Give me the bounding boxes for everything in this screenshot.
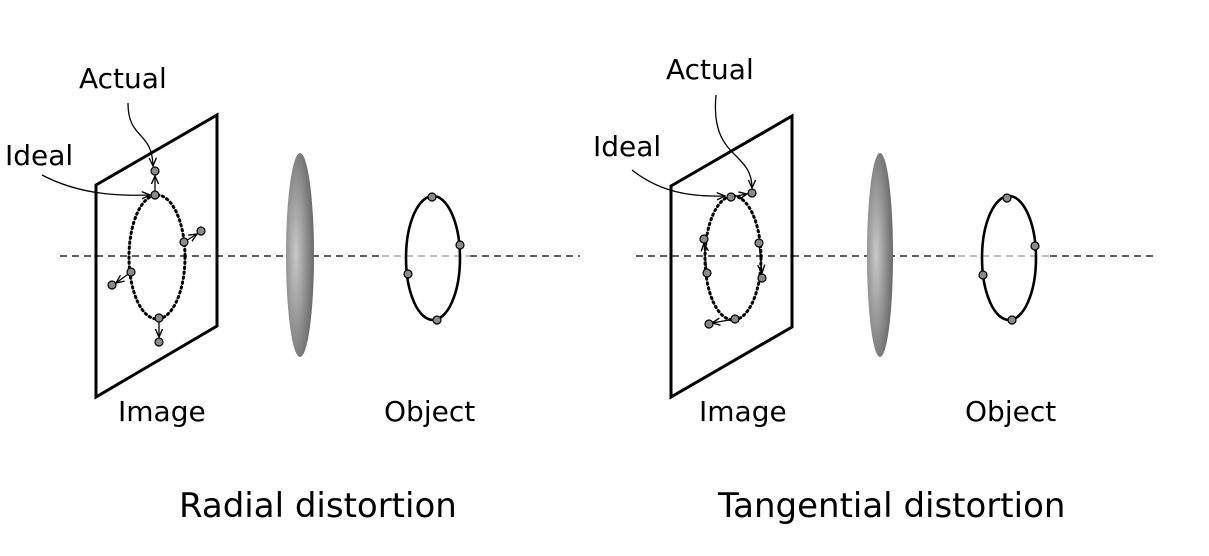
ideal-point [154,313,164,323]
ideal-point [126,267,136,277]
ideal-point [702,268,712,278]
ideal-point [179,237,189,247]
radial-panel: Actual Ideal Image Object Radial distort… [5,62,580,526]
object-point [1002,193,1012,203]
ideal-point [150,190,160,200]
actual-point [150,166,160,176]
arrow-left [704,243,707,274]
actual-point [747,188,757,198]
distortion-vectors [107,166,206,347]
object-label: Object [965,395,1056,428]
object-point [1030,241,1040,251]
object-point [432,315,442,325]
object-point [403,269,413,279]
ideal-label: Ideal [5,139,73,172]
object-point [455,240,465,250]
actual-leader [127,102,153,166]
ideal-leader [631,169,725,196]
ideal-point [726,192,736,202]
object-ellipse [980,194,1038,322]
lens [867,153,893,357]
actual-point [154,337,164,347]
actual-leader [714,94,752,188]
actual-label: Actual [666,53,754,86]
object-point [427,192,437,202]
ideal-label: Ideal [593,130,661,163]
lens [286,153,314,357]
actual-point [107,280,117,290]
object-ellipse [404,194,462,322]
tangential-panel: Actual Ideal Image Object Tangential dis… [593,53,1156,526]
actual-label: Actual [79,62,167,95]
ideal-ellipse [127,193,187,321]
object-point [1007,315,1017,325]
image-label: Image [699,395,787,428]
object-point [978,270,988,280]
ideal-point [730,314,740,324]
distortion-vectors [699,188,767,329]
panel-caption: Radial distortion [179,486,457,526]
image-plane [669,113,794,400]
actual-point [196,226,206,236]
image-label: Image [118,395,206,428]
ideal-point [754,238,764,248]
actual-point [699,234,709,244]
object-label: Object [384,395,475,428]
actual-point [704,319,714,329]
actual-point [757,273,767,283]
arrow-right [759,242,762,273]
image-plane [94,112,219,400]
ideal-leader [41,174,150,195]
panel-caption: Tangential distortion [717,486,1065,526]
ideal-ellipse [703,194,763,322]
